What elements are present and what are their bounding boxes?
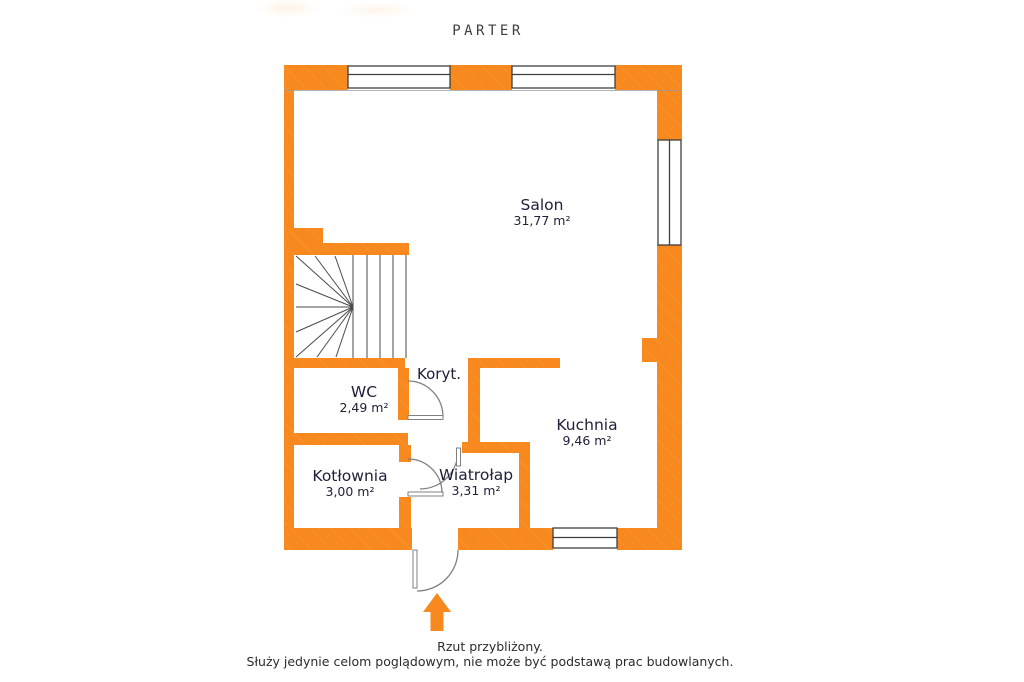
- wall-kuchnia-west: [468, 358, 480, 445]
- door-kotlownia: [407, 458, 444, 497]
- wall-stair-notch: [294, 228, 323, 243]
- wall-wc-east: [398, 368, 409, 420]
- room-label-korytarz: Koryt.: [404, 365, 474, 384]
- doors: [407, 380, 461, 592]
- wall-bottom-left: [284, 528, 412, 550]
- wall-kotlownia-east-lower: [399, 497, 411, 528]
- wall-kotlownia-east-upper: [399, 445, 411, 462]
- wall-kuchnia-north: [468, 358, 560, 368]
- wall-stair-top: [284, 243, 409, 255]
- wall-bottom-right: [617, 528, 682, 550]
- room-name: Kotłownia: [312, 467, 388, 485]
- window-bottom: [552, 527, 618, 549]
- wall-east-lower: [657, 245, 682, 550]
- window-top-1: [347, 65, 451, 89]
- room-area: 3,00 m²: [325, 484, 375, 500]
- room-label-wiatrolap: Wiatrołap 3,31 m²: [406, 466, 546, 499]
- disclaimer: Rzut przybliżony. Służy jedynie celom po…: [150, 639, 830, 670]
- page-title: PARTER: [452, 23, 524, 39]
- entrance-arrow-icon: [423, 593, 451, 631]
- wall-wiatrolap-east: [519, 453, 530, 528]
- staircase: [295, 255, 407, 358]
- wall-stair-bottom: [284, 358, 405, 368]
- disclaimer-line-2: Służy jedynie celom poglądowym, nie może…: [246, 654, 734, 670]
- door-wiatrolap: [419, 447, 461, 490]
- windows: [347, 65, 682, 549]
- room-label-salon: Salon 31,77 m²: [472, 196, 612, 229]
- wall-top-middle: [450, 65, 512, 90]
- room-label-kuchnia: Kuchnia 9,46 m²: [517, 416, 657, 449]
- door-entrance: [412, 549, 459, 592]
- room-area: 31,77 m²: [513, 213, 571, 229]
- window-top-2: [511, 65, 616, 89]
- room-area: 2,49 m²: [339, 400, 389, 416]
- room-name: WC: [350, 383, 378, 401]
- disclaimer-line-1: Rzut przybliżony.: [437, 639, 543, 654]
- wall-east-upper: [657, 65, 682, 140]
- room-name: Salon: [520, 196, 564, 214]
- wall-west: [284, 65, 294, 548]
- room-area: 9,46 m²: [562, 433, 612, 449]
- room-area: 3,31 m²: [451, 483, 501, 499]
- room-name: Koryt.: [417, 365, 461, 383]
- room-name: Kuchnia: [556, 416, 618, 434]
- window-east: [657, 139, 682, 246]
- door-wc: [407, 380, 444, 420]
- room-name: Wiatrołap: [438, 466, 514, 484]
- wall-kotlownia-top: [284, 433, 408, 445]
- wall-bottom-middle: [458, 528, 553, 550]
- wall-top-left: [284, 65, 348, 90]
- walls: [284, 65, 682, 550]
- wall-wiatrolap-top: [462, 442, 530, 453]
- room-label-kotlownia: Kotłownia 3,00 m²: [280, 467, 420, 500]
- room-label-wc: WC 2,49 m²: [299, 383, 429, 416]
